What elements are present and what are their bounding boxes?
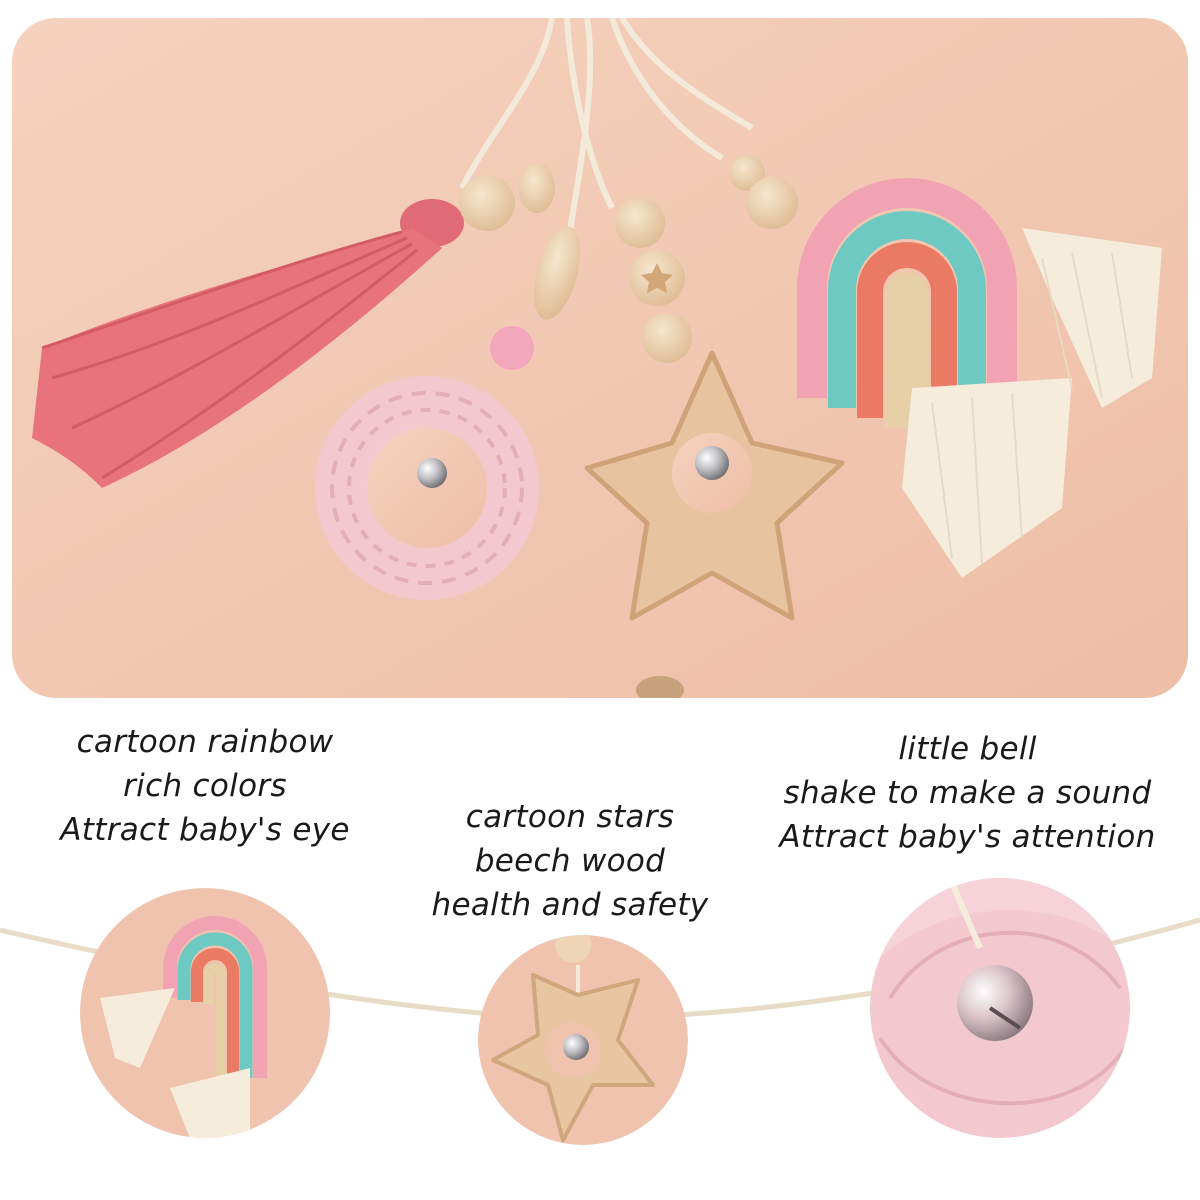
crochet-ring-icon: [315, 376, 539, 600]
caption-line: shake to make a sound: [783, 775, 1152, 811]
bell-icon: [957, 965, 1033, 1041]
wood-bead: [746, 177, 798, 229]
detail-bell: [870, 878, 1130, 1138]
product-photo-illustration: [12, 18, 1188, 698]
caption-line: beech wood: [474, 843, 666, 879]
dried-flower: [636, 676, 684, 698]
tassel-icon: [32, 199, 464, 488]
macrame-rainbow-icon: [797, 178, 1162, 578]
wood-bead: [555, 935, 591, 963]
bell-icon: [695, 446, 729, 480]
caption-stars: cartoon stars beech wood health and safe…: [405, 795, 735, 927]
caption-line: cartoon rainbow: [76, 724, 334, 760]
wooden-star-icon: [491, 973, 655, 1142]
caption-line: little bell: [898, 731, 1037, 767]
star-engraving-icon: [641, 263, 673, 293]
pink-bead: [490, 326, 534, 370]
caption-line: cartoon stars: [465, 799, 675, 835]
caption-line: Attract baby's attention: [779, 819, 1156, 855]
fringe: [100, 988, 175, 1068]
bell-icon: [417, 458, 447, 488]
macrame-rainbow-icon: [163, 916, 267, 1078]
caption-line: Attract baby's eye: [60, 812, 350, 848]
wood-bead: [459, 175, 515, 231]
cord: [947, 878, 983, 950]
caption-rainbow: cartoon rainbow rich colors Attract baby…: [10, 720, 400, 852]
wood-bead: [729, 155, 765, 191]
wood-bead: [642, 313, 692, 363]
wood-bead: [615, 198, 665, 248]
product-photo: [12, 18, 1188, 698]
caption-line: health and safety: [431, 887, 709, 923]
wood-bead: [534, 226, 580, 320]
detail-star: [478, 935, 688, 1145]
caption-line: rich colors: [123, 768, 287, 804]
fringe: [170, 1068, 250, 1138]
cords: [459, 18, 754, 249]
wood-bead: [519, 163, 555, 213]
detail-rainbow: [80, 888, 330, 1138]
bell-icon: [563, 1034, 589, 1060]
wooden-star-icon: [584, 350, 845, 621]
caption-bell: little bell shake to make a sound Attrac…: [740, 727, 1195, 859]
